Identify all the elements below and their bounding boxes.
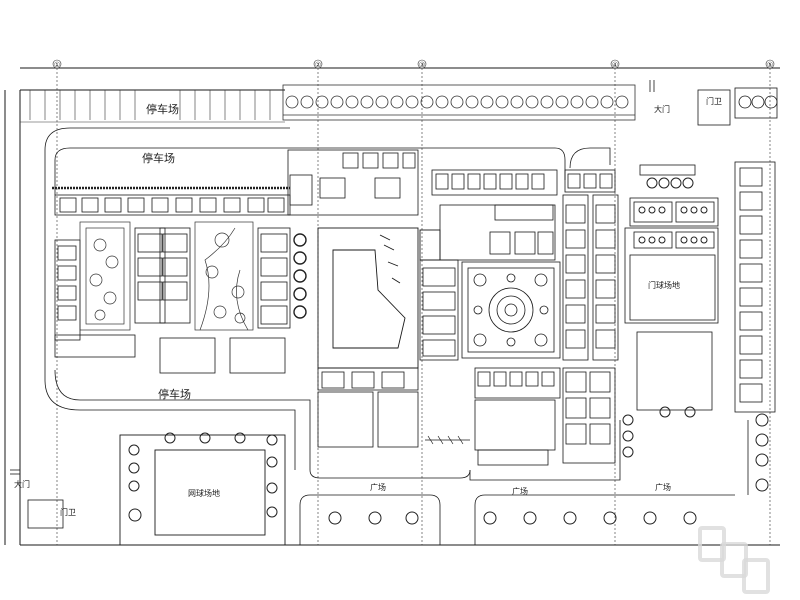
- label-plaza-2: 广场: [512, 486, 528, 496]
- building-link-block: [419, 259, 459, 361]
- gate-left: [10, 469, 64, 529]
- courtyard-garden-west: [79, 221, 131, 331]
- label-parking-mid: 停车场: [142, 151, 175, 165]
- tree-row-south: [128, 432, 697, 525]
- tree-cluster-right: [622, 177, 769, 492]
- gate-top-right: [649, 80, 778, 126]
- label-main-gate-top: 大门: [654, 104, 670, 114]
- label-gate-ball-court: 门球场地: [648, 280, 680, 290]
- label-plaza-1: 广场: [370, 482, 386, 492]
- grid-axis-2: ②: [315, 61, 321, 69]
- building-right: [624, 161, 776, 413]
- grid-axis-1: ①: [54, 61, 60, 69]
- building-east-north: [431, 169, 558, 261]
- site-boundary: [4, 67, 780, 546]
- building-centre-south: [317, 367, 419, 448]
- tennis-court: [119, 434, 286, 546]
- grid-axes: [52, 59, 775, 545]
- south-plaza-edges: [299, 420, 749, 545]
- courtyard-garden-central: [194, 221, 254, 331]
- label-parking-bottom: 停车场: [158, 387, 191, 401]
- label-guard-top: 门卫: [706, 96, 722, 106]
- label-guard-left: 门卫: [60, 507, 76, 517]
- parking-stalls-top: [20, 90, 285, 123]
- label-main-gate-left: 大门: [14, 479, 30, 489]
- internal-road: [44, 127, 621, 481]
- tree-cluster-west-centre: [293, 233, 307, 319]
- grid-axis-3: ③: [419, 61, 425, 69]
- label-plaza-3: 广场: [655, 482, 671, 492]
- central-square-garden: [461, 261, 561, 359]
- watermark-logo: [698, 522, 788, 594]
- tree-row-top: [282, 84, 636, 121]
- grid-axis-5: ⑤: [767, 61, 773, 69]
- building-left-west: [54, 194, 291, 374]
- building-east-wing: [562, 169, 619, 361]
- building-centre-north: [287, 149, 419, 216]
- steps-centre-south: [425, 435, 470, 445]
- label-parking-top: 停车场: [146, 102, 179, 116]
- building-south-east: [474, 367, 616, 466]
- label-tennis-court: 网球场地: [188, 488, 220, 498]
- grid-axis-4: ④: [612, 61, 618, 69]
